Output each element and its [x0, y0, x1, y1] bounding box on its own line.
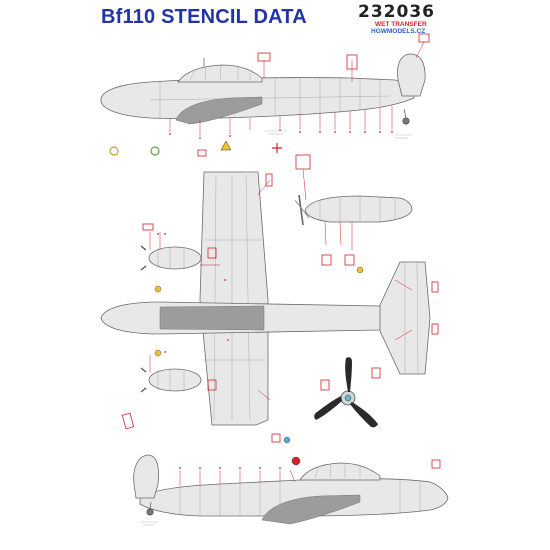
wing-plan [199, 171, 269, 426]
warning-triangle-icon [220, 140, 232, 151]
engine-nacelle-left [148, 246, 202, 270]
engine-nacelle-right [148, 368, 202, 392]
side-view-bottom [133, 433, 449, 525]
wing-walkway-side [175, 96, 263, 125]
crosshair-mark [272, 143, 282, 153]
canopy-side-lower [299, 462, 381, 481]
website-label: HGWMODELS.CZ [371, 28, 426, 35]
stencil-callout [418, 33, 430, 43]
walkway-plan [159, 305, 265, 331]
tail-fin-lower [133, 454, 159, 499]
wing-walkway-lower [261, 494, 361, 525]
marker-roundel [150, 146, 160, 156]
stencil-callout [295, 154, 311, 170]
marker-roundel [109, 146, 119, 156]
page-title: Bf110 STENCIL DATA [101, 6, 307, 28]
stencil-callout [346, 54, 358, 70]
engine-detail [294, 154, 413, 274]
callout-dots [169, 129, 393, 139]
side-view-top [100, 33, 430, 157]
stencil-text-lines [140, 130, 412, 526]
red-roundel-icon [291, 456, 301, 466]
canopy-side [177, 64, 263, 83]
stencil-callout [257, 52, 271, 62]
product-code: 232036 [358, 2, 435, 22]
engine-cowling [304, 195, 413, 223]
transfer-type-label: WET TRANSFER [375, 21, 427, 28]
propeller-icon [314, 357, 378, 428]
plan-view [100, 171, 439, 430]
tail-fin-side [397, 53, 426, 97]
